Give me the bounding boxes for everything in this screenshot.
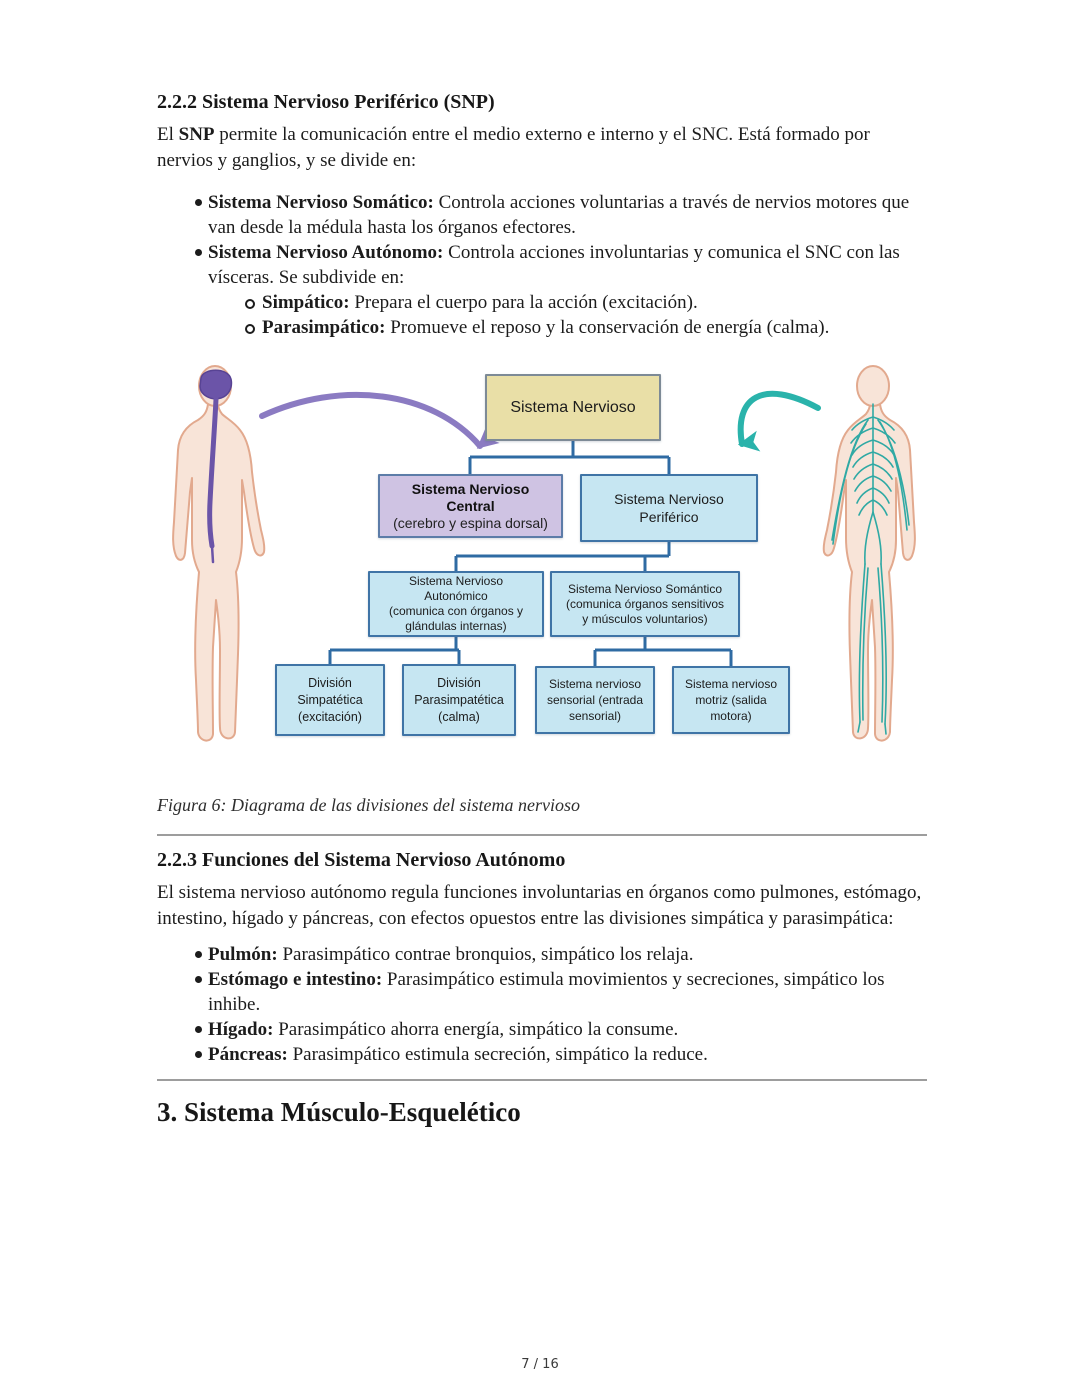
diagram-box-snc: Sistema Nervioso Central(cerebro y espin… xyxy=(378,474,563,538)
snc-title: Sistema Nervioso Central xyxy=(411,480,530,514)
bullet-disc-icon xyxy=(195,1026,202,1033)
list-item-desc: Promueve el reposo y la conservación de … xyxy=(385,317,830,338)
diagram-box-sistema-nervioso: Sistema Nervioso xyxy=(485,374,661,441)
heading-musculo-esqueletico: 3. Sistema Músculo-Esquelético xyxy=(157,1097,521,1127)
spinal-cord-illustration xyxy=(207,396,219,549)
list-item-desc: Controla acciones involuntarias y comuni… xyxy=(208,242,900,288)
bullet-disc-icon xyxy=(195,976,202,983)
list-item-term: Sistema Nervioso Autónomo: xyxy=(208,242,444,263)
list-item-desc: Controla acciones voluntarias a través d… xyxy=(208,192,910,238)
pns-teal-arrow-icon xyxy=(737,390,821,452)
intro-lead: El xyxy=(157,124,179,145)
list-item: Páncreas: Parasimpático estimula secreci… xyxy=(157,1042,927,1067)
bullet-disc-icon xyxy=(195,199,202,206)
diagram-artwork xyxy=(172,365,916,742)
intro-rest: permite la comunicación entre el medio e… xyxy=(157,124,870,171)
snc-subtitle: (cerebro y espina dorsal) xyxy=(393,514,548,531)
list-item-term: Pulmón: xyxy=(208,944,278,965)
section-divider xyxy=(157,1079,927,1081)
heading-funciones: 2.2.3 Funciones del Sistema Nervioso Aut… xyxy=(157,849,566,871)
bullet-circle-icon xyxy=(245,299,255,309)
list-item-sub: Simpático: Prepara el cuerpo para la acc… xyxy=(157,290,927,315)
cns-purple-arrow-icon xyxy=(259,391,500,449)
list-item: Hígado: Parasimpático ahorra energía, si… xyxy=(157,1017,927,1042)
diagram-box-motriz: Sistema nervioso motriz (salida motora) xyxy=(672,666,790,734)
list-item-term: Páncreas: xyxy=(208,1044,288,1065)
list-item-desc: Parasimpático contrae bronquios, simpáti… xyxy=(277,944,694,965)
bullet-disc-icon xyxy=(195,1051,202,1058)
page-number: 7 / 16 xyxy=(521,1357,559,1372)
funciones-bullet-list: Pulmón: Parasimpático contrae bronquios,… xyxy=(157,942,927,1067)
brain-illustration xyxy=(199,369,233,400)
peripheral-nerves-illustration xyxy=(831,403,910,735)
list-item-desc: Parasimpático ahorra energía, simpático … xyxy=(273,1019,679,1040)
diagram-box-parasimpatetica: División Parasimpatética (calma) xyxy=(402,664,516,736)
figure-caption: Figura 6: Diagrama de las divisiones del… xyxy=(157,795,580,815)
bullet-disc-icon xyxy=(195,951,202,958)
section-divider xyxy=(157,834,927,836)
list-item-sub: Parasimpático: Promueve el reposo y la c… xyxy=(157,315,927,340)
paragraph-funciones-intro: El sistema nervioso autónomo regula func… xyxy=(157,882,922,929)
list-item-desc: Prepara el cuerpo para la acción (excita… xyxy=(349,292,698,313)
heading-snp: 2.2.2 Sistema Nervioso Periférico (SNP) xyxy=(157,91,495,113)
diagram-connector-lines xyxy=(328,441,733,666)
bullet-circle-icon xyxy=(245,324,255,334)
page-content: 2.2.2 Sistema Nervioso Periférico (SNP) … xyxy=(157,0,927,1129)
list-item: Sistema Nervioso Somático: Controla acci… xyxy=(157,190,927,240)
human-body-pns-illustration xyxy=(822,365,916,742)
bullet-disc-icon xyxy=(195,249,202,256)
list-item: Estómago e intestino: Parasimpático esti… xyxy=(157,967,927,1017)
list-item: Pulmón: Parasimpático contrae bronquios,… xyxy=(157,942,927,967)
list-item-term: Sistema Nervioso Somático: xyxy=(208,192,434,213)
list-item-term: Estómago e intestino: xyxy=(208,969,383,990)
diagram-box-snp: Sistema Nervioso Periférico xyxy=(580,474,758,542)
list-item-term: Simpático: xyxy=(262,292,350,313)
list-item-term: Hígado: xyxy=(208,1019,274,1040)
paragraph-snp-intro: El SNP permite la comunicación entre el … xyxy=(157,122,927,174)
nervous-system-diagram-figure: Sistema Nervioso Sistema Nervioso Centra… xyxy=(150,354,940,764)
list-item-desc: Parasimpático estimula secreción, simpát… xyxy=(287,1044,708,1065)
diagram-box-somantico: Sistema Nervioso Somántico (comunica órg… xyxy=(550,571,740,637)
diagram-box-autonomico: Sistema Nervioso Autonómico (comunica co… xyxy=(368,571,544,637)
snp-bullet-list: Sistema Nervioso Somático: Controla acci… xyxy=(157,190,927,340)
intro-bold-snp: SNP xyxy=(178,124,215,145)
diagram-box-simpatetica: División Simpatética (excitación) xyxy=(275,664,385,736)
list-item: Sistema Nervioso Autónomo: Controla acci… xyxy=(157,240,927,290)
list-item-term: Parasimpático: xyxy=(262,317,386,338)
diagram-box-sensorial: Sistema nervioso sensorial (entrada sens… xyxy=(535,666,655,734)
list-item-desc: Parasimpático estimula movimientos y sec… xyxy=(208,969,885,1015)
human-body-cns-illustration xyxy=(172,365,266,742)
